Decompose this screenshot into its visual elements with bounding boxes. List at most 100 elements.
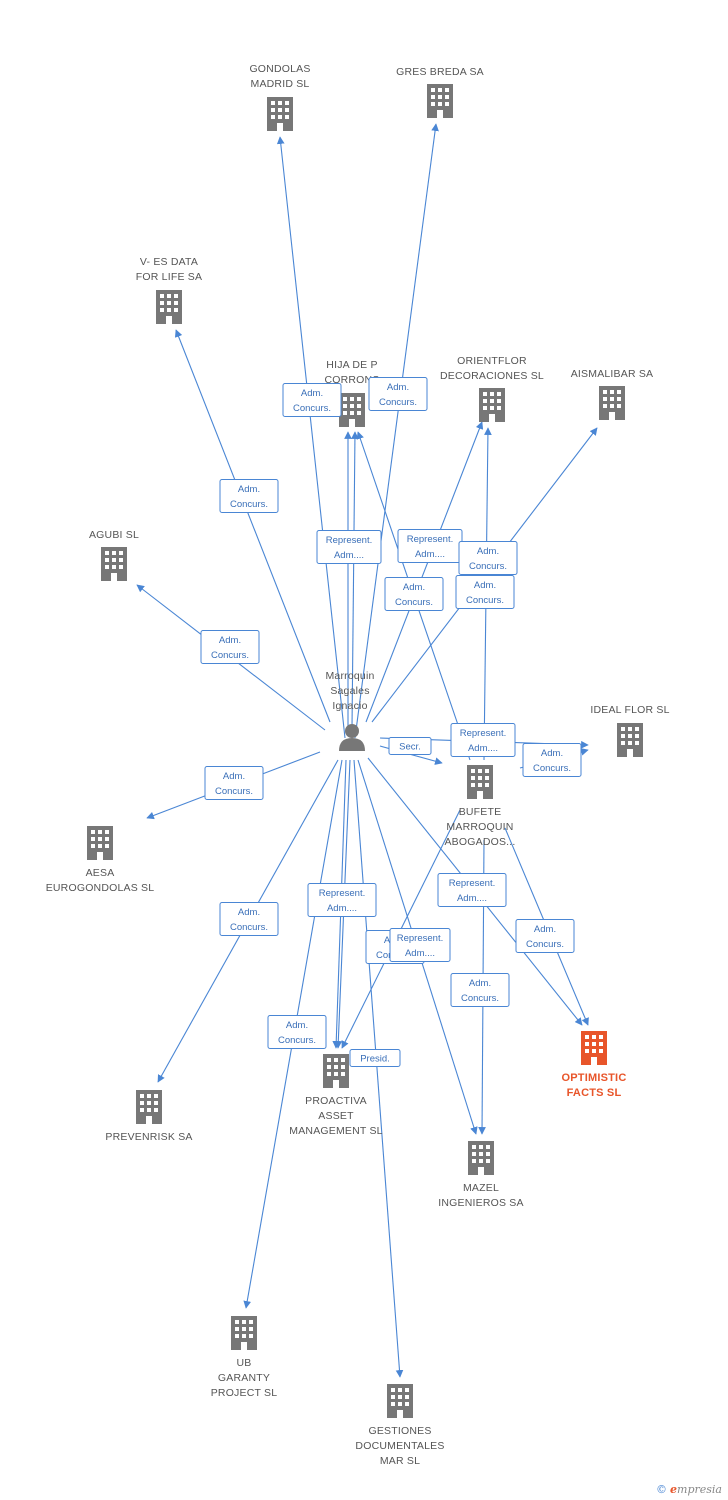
company-label-proactiva: ASSET — [318, 1110, 354, 1122]
edge-label-l14[interactable]: Adm.Concurs. — [219, 902, 279, 936]
company-label-ubgaranty: PROJECT SL — [211, 1387, 278, 1399]
company-label-gestiones: GESTIONES — [368, 1425, 431, 1437]
company-label-optimistic: FACTS SL — [567, 1087, 622, 1099]
edge-label-l6[interactable]: Adm. Concurs. — [200, 630, 260, 664]
building-icon — [479, 388, 505, 422]
edge-label-l12[interactable]: Adm. Concurs. — [522, 743, 582, 777]
edge-label-text: Concurs. — [461, 993, 499, 1004]
company-node-agubi[interactable]: AGUBI SL — [89, 529, 139, 581]
company-label-vesdata: V- ES DATA — [140, 256, 198, 268]
company-label-agubi: AGUBI SL — [89, 529, 139, 541]
edge-label-text: Represent. — [407, 534, 453, 545]
edge-label-text: Concurs. — [278, 1035, 316, 1046]
edge-label-text: Concurs. — [469, 561, 507, 572]
building-icon — [231, 1316, 257, 1350]
edge-label-text: Adm. — [541, 748, 563, 759]
building-icon — [323, 1054, 349, 1088]
building-icon — [617, 723, 643, 757]
center-person-label: Marroquin — [325, 670, 374, 682]
edge-label-l1[interactable]: Adm.Concurs. — [282, 383, 342, 417]
edge-label-text: Concurs. — [211, 650, 249, 661]
edge-label-l15[interactable]: Represent. Adm.... — [307, 883, 377, 917]
edge-label-l17[interactable]: Adm.Concurs. — [515, 919, 575, 953]
edge-label-l2[interactable]: Adm.Concurs. — [368, 377, 428, 411]
company-label-ubgaranty: UB — [237, 1357, 252, 1369]
edge-label-text: Adm. — [469, 978, 491, 989]
company-node-aismalibar[interactable]: AISMALIBAR SA — [571, 368, 654, 420]
company-node-bufete[interactable]: BUFETE MARROQUIN ABOGADOS... — [444, 765, 515, 848]
edge-label-text: Concurs. — [230, 922, 268, 933]
edge-label-text: Concurs. — [533, 763, 571, 774]
edge-label-l16[interactable]: Represent.Adm.... — [437, 873, 507, 907]
edge-label-text: Adm.... — [405, 948, 435, 959]
brand-name: mpresia — [677, 1483, 722, 1496]
edge-label-text: Adm. — [387, 382, 409, 393]
edge-label-text: Represent. — [319, 888, 365, 899]
company-node-idealflor[interactable]: IDEAL FLOR SL — [590, 704, 669, 757]
company-label-vesdata: FOR LIFE SA — [136, 271, 202, 283]
edge-label-l21[interactable]: Presid. — [349, 1049, 401, 1067]
company-label-hija: HIJA DE P — [326, 359, 377, 371]
building-icon — [581, 1031, 607, 1065]
building-icon — [467, 765, 493, 799]
company-label-mazel: INGENIEROS SA — [438, 1197, 523, 1209]
edge-orientflor-1 — [365, 421, 484, 723]
edge-label-text: Concurs. — [466, 595, 504, 606]
edge-gres — [354, 123, 439, 739]
edge-hija-2 — [351, 431, 359, 729]
edge-label-l3[interactable]: Adm.Concurs. — [219, 479, 279, 513]
company-label-aesa: AESA — [86, 867, 115, 879]
center-person-label: Ignacio — [332, 700, 367, 712]
edge-label-text: Adm. — [403, 582, 425, 593]
company-label-bufete: BUFETE — [459, 806, 502, 818]
edge-gestiones — [353, 759, 404, 1378]
edge-label-text: Secr. — [399, 742, 421, 753]
building-icon — [136, 1090, 162, 1124]
edge-label-text: Adm. — [474, 580, 496, 591]
edge-label-text: Adm. — [219, 635, 241, 646]
company-label-prevenrisk: PREVENRISK SA — [105, 1131, 192, 1143]
company-label-proactiva: MANAGEMENT SL — [289, 1125, 382, 1137]
company-node-prevenrisk[interactable]: PREVENRISK SA — [105, 1090, 192, 1143]
building-icon — [156, 290, 182, 324]
edge-label-text: Adm.... — [327, 903, 357, 914]
edge-label-text: Concurs. — [230, 499, 268, 510]
edge-label-l13[interactable]: Adm.Concurs. — [204, 766, 264, 800]
company-label-aismalibar: AISMALIBAR SA — [571, 368, 654, 380]
edge-label-l5[interactable]: Represent. Adm.... — [397, 529, 463, 563]
edge-label-l10[interactable]: Secr. — [388, 737, 432, 755]
edge-label-l7[interactable]: Adm. Concurs. — [384, 577, 444, 611]
edge-label-text: Adm.... — [415, 549, 445, 560]
copyright-icon: © — [656, 1483, 668, 1496]
edge-label-l19[interactable]: Adm. Concurs. — [450, 973, 510, 1007]
edge-label-text: Presid. — [360, 1054, 390, 1065]
company-label-bufete: ABOGADOS... — [444, 836, 515, 848]
company-node-vesdata[interactable]: V- ES DATA FOR LIFE SA — [136, 256, 202, 324]
edge-label-l11[interactable]: Represent.Adm.... — [450, 723, 516, 757]
company-node-gres[interactable]: GRES BREDA SA — [396, 66, 484, 118]
company-label-mazel: MAZEL — [463, 1182, 499, 1194]
building-icon — [101, 547, 127, 581]
edge-label-l22[interactable]: Represent.Adm.... — [389, 928, 451, 962]
edge-label-l20[interactable]: Adm.Concurs. — [267, 1015, 327, 1049]
edge-label-text: Adm.... — [334, 550, 364, 561]
edge-label-l8[interactable]: Adm.Concurs. — [458, 541, 518, 575]
brand-initial: e — [670, 1483, 678, 1496]
edge-label-l9[interactable]: Adm. Concurs. — [455, 575, 515, 609]
company-label-gondolas: GONDOLAS — [249, 63, 310, 75]
edge-label-text: Concurs. — [293, 403, 331, 414]
company-label-gres: GRES BREDA SA — [396, 66, 484, 78]
company-node-mazel[interactable]: MAZEL INGENIEROS SA — [438, 1141, 524, 1209]
building-icon — [87, 826, 113, 860]
edge-label-l4[interactable]: Represent.Adm.... — [316, 530, 382, 564]
edge-label-text: Concurs. — [395, 597, 433, 608]
company-label-bufete: MARROQUIN — [446, 821, 513, 833]
